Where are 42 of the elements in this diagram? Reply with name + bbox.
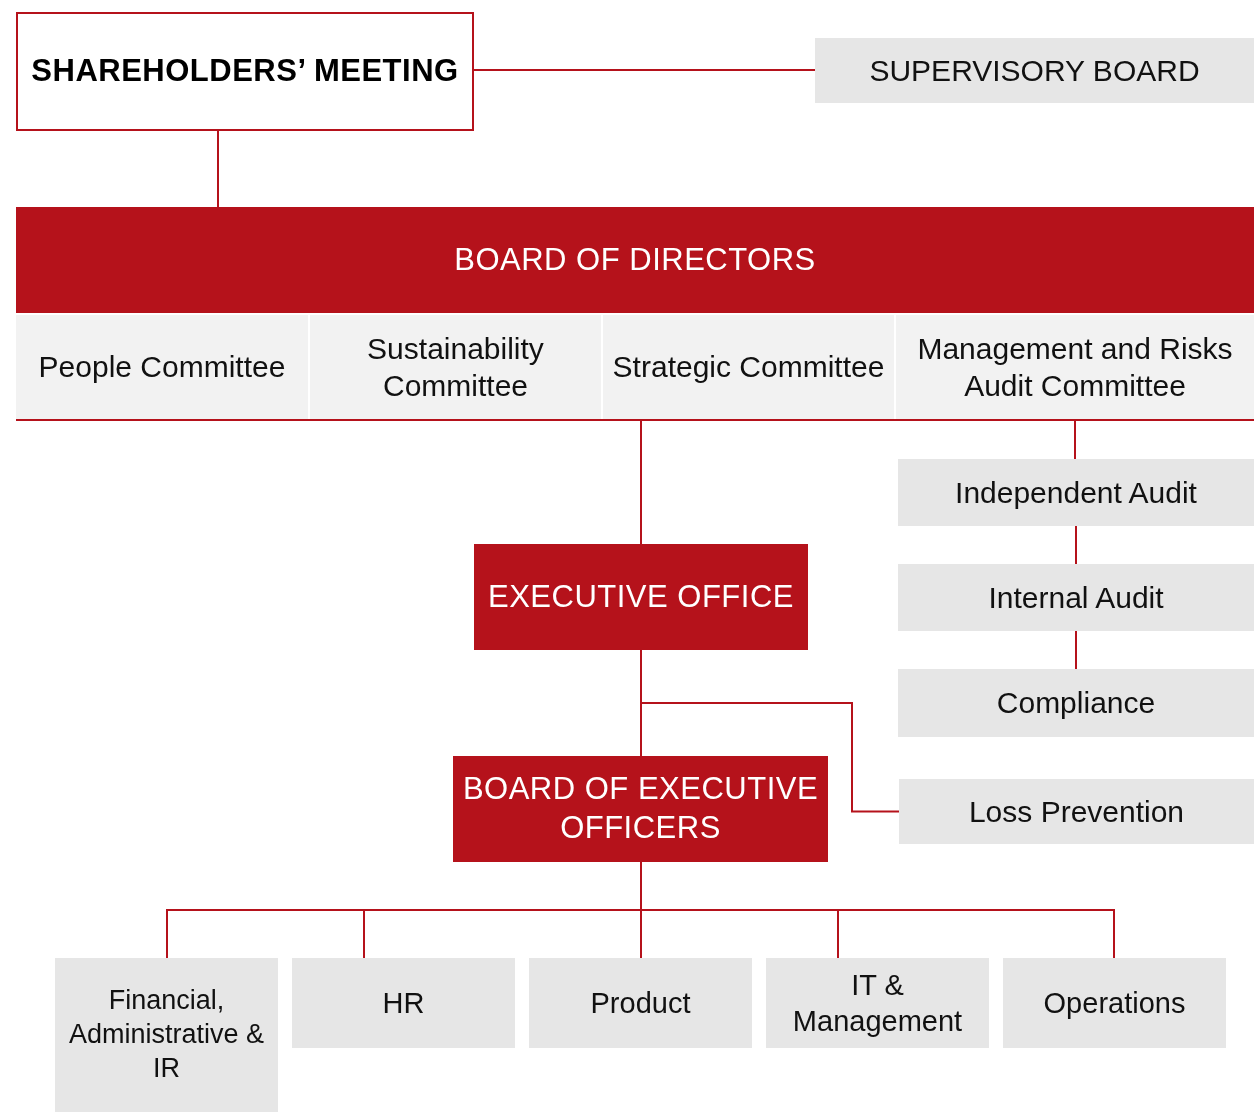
unit-box — [16, 315, 308, 419]
unit-name: Sustainability Committee — [366, 330, 545, 404]
connector-line — [1075, 630, 1077, 670]
unit-box — [898, 564, 1254, 631]
unit-name: Compliance — [996, 685, 1156, 722]
connector-line — [217, 130, 219, 208]
connector-line — [640, 418, 642, 545]
unit-name: Independent Audit — [955, 474, 1197, 511]
unit-box — [55, 958, 278, 1112]
unit-box — [896, 315, 1254, 419]
unit-name: Financial, Administrative & IR — [67, 984, 266, 1085]
unit-box — [766, 958, 989, 1048]
unit-name: Product — [590, 985, 691, 1021]
unit-name: EXECUTIVE OFFICE — [488, 577, 794, 616]
connector-line — [473, 69, 816, 71]
unit-name: SUPERVISORY BOARD — [869, 52, 1200, 89]
unit-name: HR — [382, 985, 425, 1021]
board-box — [453, 756, 828, 862]
connector-line — [1075, 525, 1077, 565]
unit-name: People Committee — [38, 349, 286, 386]
unit-name: SHAREHOLDERS’ MEETING — [31, 52, 459, 91]
unit-name: Strategic Committee — [612, 349, 885, 386]
unit-box — [815, 38, 1254, 103]
board-box — [16, 207, 1254, 313]
unit-box — [292, 958, 515, 1048]
connector-line — [1074, 418, 1076, 460]
unit-name: BOARD OF EXECUTIVE OFFICERS — [461, 770, 820, 847]
unit-name: Operations — [1043, 985, 1186, 1021]
unit-box — [1003, 958, 1226, 1048]
unit-box — [898, 459, 1254, 526]
unit-name: BOARD OF DIRECTORS — [454, 240, 816, 279]
unit-name: Loss Prevention — [968, 793, 1185, 830]
unit-name: Internal Audit — [988, 579, 1164, 616]
unit-name: Management and Risks Audit Committee — [916, 330, 1234, 404]
unit-name: IT & Management — [791, 967, 964, 1039]
board-box — [474, 544, 808, 650]
unit-box — [898, 669, 1254, 737]
unit-box — [310, 315, 601, 419]
unit-box — [529, 958, 752, 1048]
unit-box — [603, 315, 894, 419]
unit-box — [16, 12, 474, 131]
unit-box — [899, 779, 1254, 844]
